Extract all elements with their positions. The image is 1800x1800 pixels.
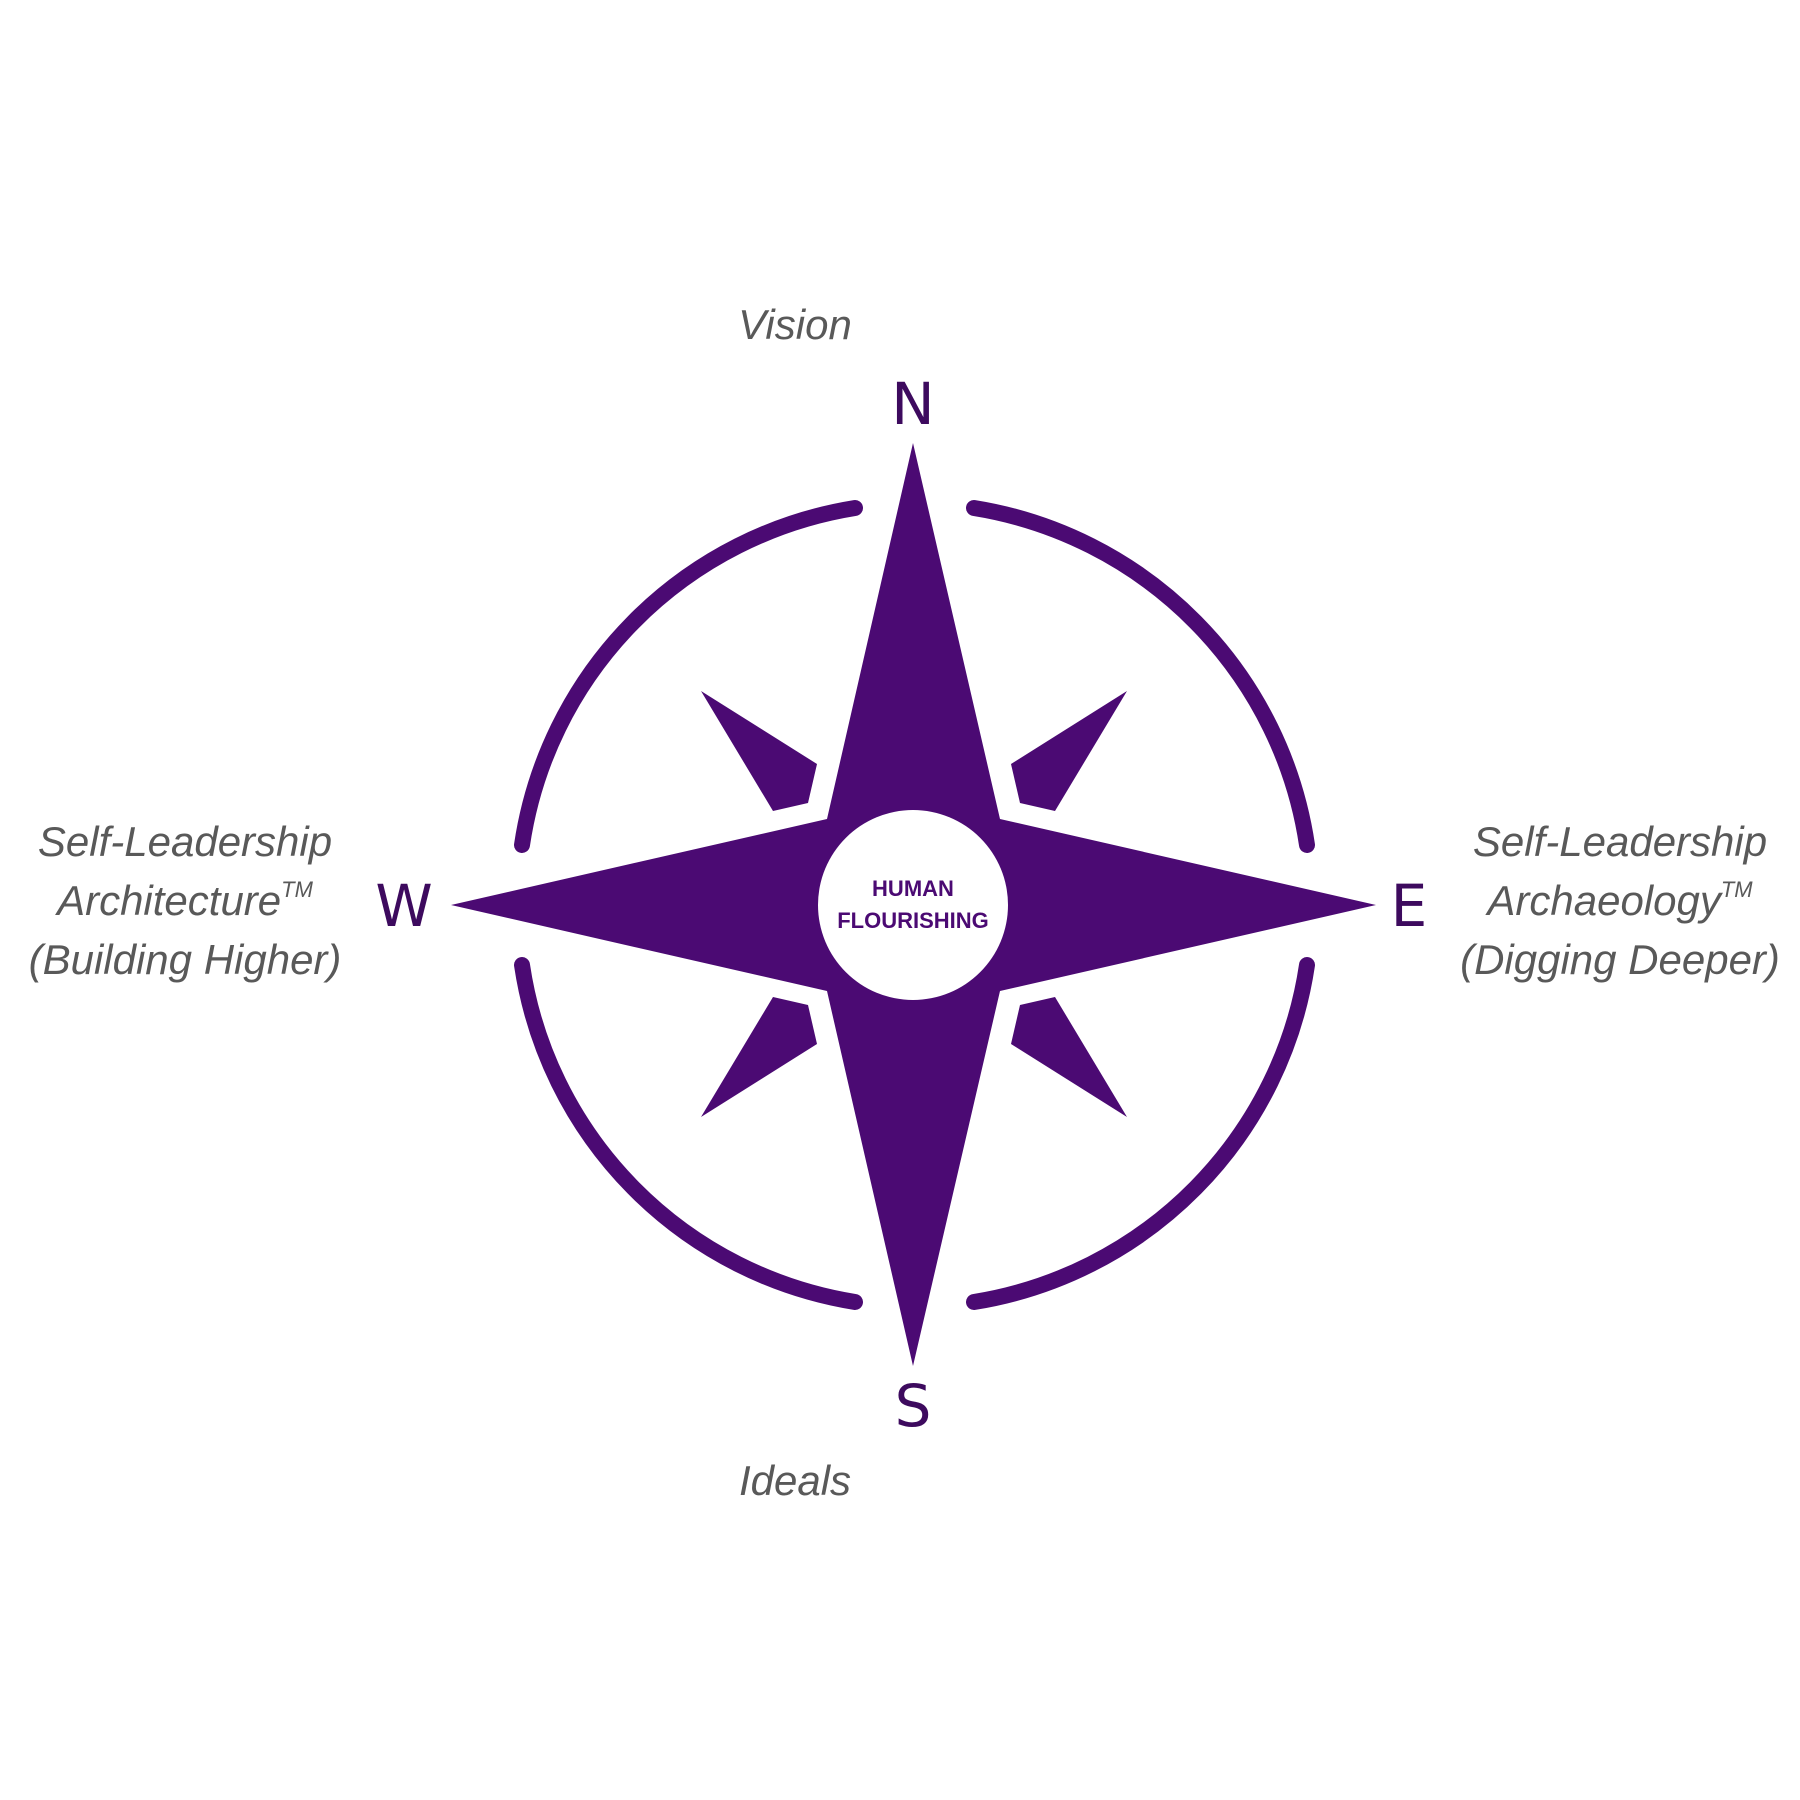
north-label: Vision <box>738 301 852 348</box>
arc-top-left <box>514 500 863 853</box>
arc-bottom-left <box>514 957 863 1310</box>
west-label: Self-Leadership ArchitectureTM (Building… <box>0 812 370 989</box>
cardinal-south: S <box>894 1372 932 1440</box>
east-label-line3: (Digging Deeper) <box>1460 936 1780 983</box>
minor-point-northeast <box>1011 691 1127 811</box>
east-label-line2: ArchaeologyTM <box>1440 871 1800 930</box>
west-label-line3: (Building Higher) <box>28 936 342 983</box>
center-label-line2: FLOURISHING <box>837 908 989 933</box>
arc-top-right <box>966 500 1315 853</box>
trademark-mark: TM <box>281 877 313 902</box>
cardinal-east: E <box>1390 872 1428 940</box>
cardinal-north: N <box>891 370 935 438</box>
center-label: HUMAN FLOURISHING <box>823 873 1003 937</box>
minor-point-northwest <box>701 691 817 811</box>
east-label: Self-Leadership ArchaeologyTM (Digging D… <box>1440 812 1800 989</box>
center-hub <box>818 810 1008 1000</box>
east-label-line1: Self-Leadership <box>1472 818 1768 865</box>
center-label-line1: HUMAN <box>872 876 954 901</box>
east-label-line2-text: Archaeology <box>1487 877 1721 924</box>
west-label-line2-text: Architecture <box>57 877 282 924</box>
minor-point-southwest <box>701 997 817 1117</box>
arc-bottom-right <box>966 957 1315 1310</box>
west-label-line2: ArchitectureTM <box>0 871 370 930</box>
trademark-mark: TM <box>1720 877 1753 902</box>
minor-point-southeast <box>1011 997 1127 1117</box>
cardinal-west: W <box>375 872 433 940</box>
south-label: Ideals <box>738 1457 852 1504</box>
west-label-line1: Self-Leadership <box>37 818 333 865</box>
